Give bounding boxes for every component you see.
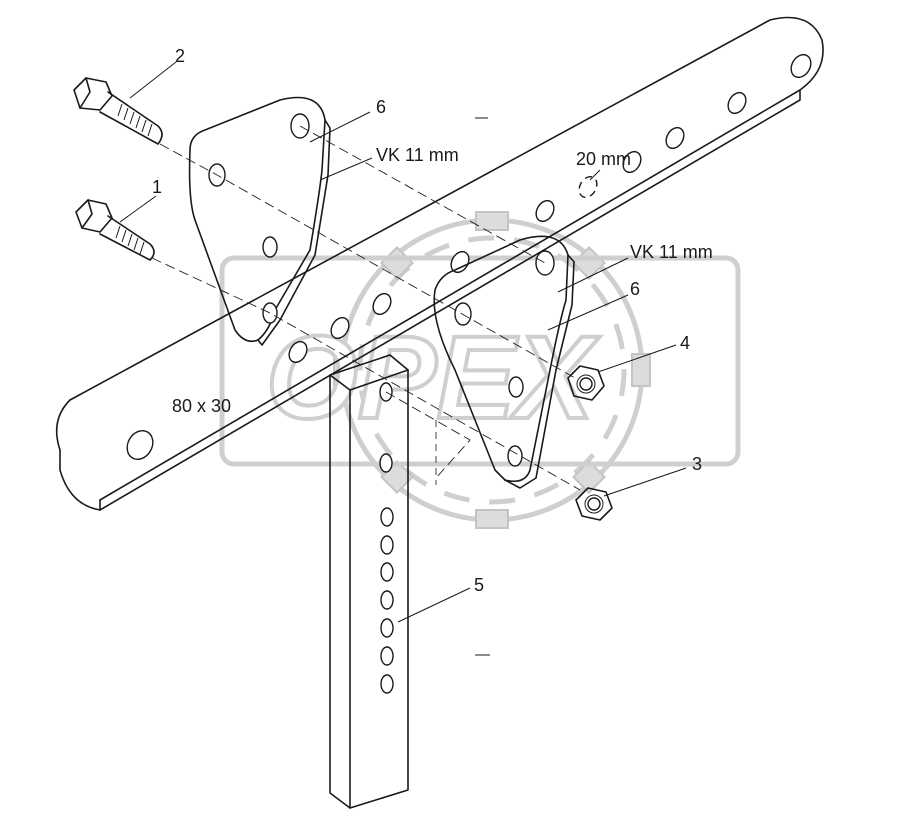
callout-1: 1 bbox=[152, 177, 162, 197]
gear-icon bbox=[333, 211, 651, 529]
bolt-2 bbox=[73, 77, 163, 145]
beam-hole bbox=[288, 340, 308, 364]
dim-vk-lower: VK 11 mm bbox=[630, 242, 713, 262]
post bbox=[329, 354, 409, 809]
watermark-text: OPEX bbox=[266, 312, 600, 444]
callout-4: 4 bbox=[680, 333, 690, 353]
bracket-lower bbox=[433, 235, 575, 489]
callout-6-upper: 6 bbox=[376, 97, 386, 117]
assembly-lines bbox=[151, 117, 581, 656]
watermark-logo: OPEX bbox=[219, 211, 741, 529]
beam-hole bbox=[330, 316, 350, 340]
bolt-1 bbox=[75, 199, 155, 261]
callout-2: 2 bbox=[175, 46, 185, 66]
beam bbox=[55, 16, 824, 511]
beam-hole bbox=[790, 53, 812, 79]
nut-3 bbox=[575, 487, 613, 521]
beam-hole bbox=[665, 126, 685, 150]
beam-hole bbox=[578, 175, 598, 199]
nut-4 bbox=[567, 365, 605, 401]
callout-5: 5 bbox=[474, 575, 484, 595]
callout-3: 3 bbox=[692, 454, 702, 474]
beam-hole bbox=[622, 150, 642, 174]
callout-6-lower: 6 bbox=[630, 279, 640, 299]
leader-lines bbox=[119, 61, 687, 623]
beam-hole bbox=[450, 250, 470, 274]
dim-beam-section: 80 x 30 bbox=[172, 396, 231, 416]
beam-hole bbox=[372, 292, 392, 316]
bracket-upper bbox=[188, 96, 331, 346]
beam-hole bbox=[727, 91, 747, 115]
beam-hole bbox=[126, 429, 154, 461]
dim-vk-upper: VK 11 mm bbox=[376, 145, 459, 165]
beam-hole bbox=[535, 199, 555, 223]
dim-hole-size: 20 mm bbox=[576, 149, 631, 169]
